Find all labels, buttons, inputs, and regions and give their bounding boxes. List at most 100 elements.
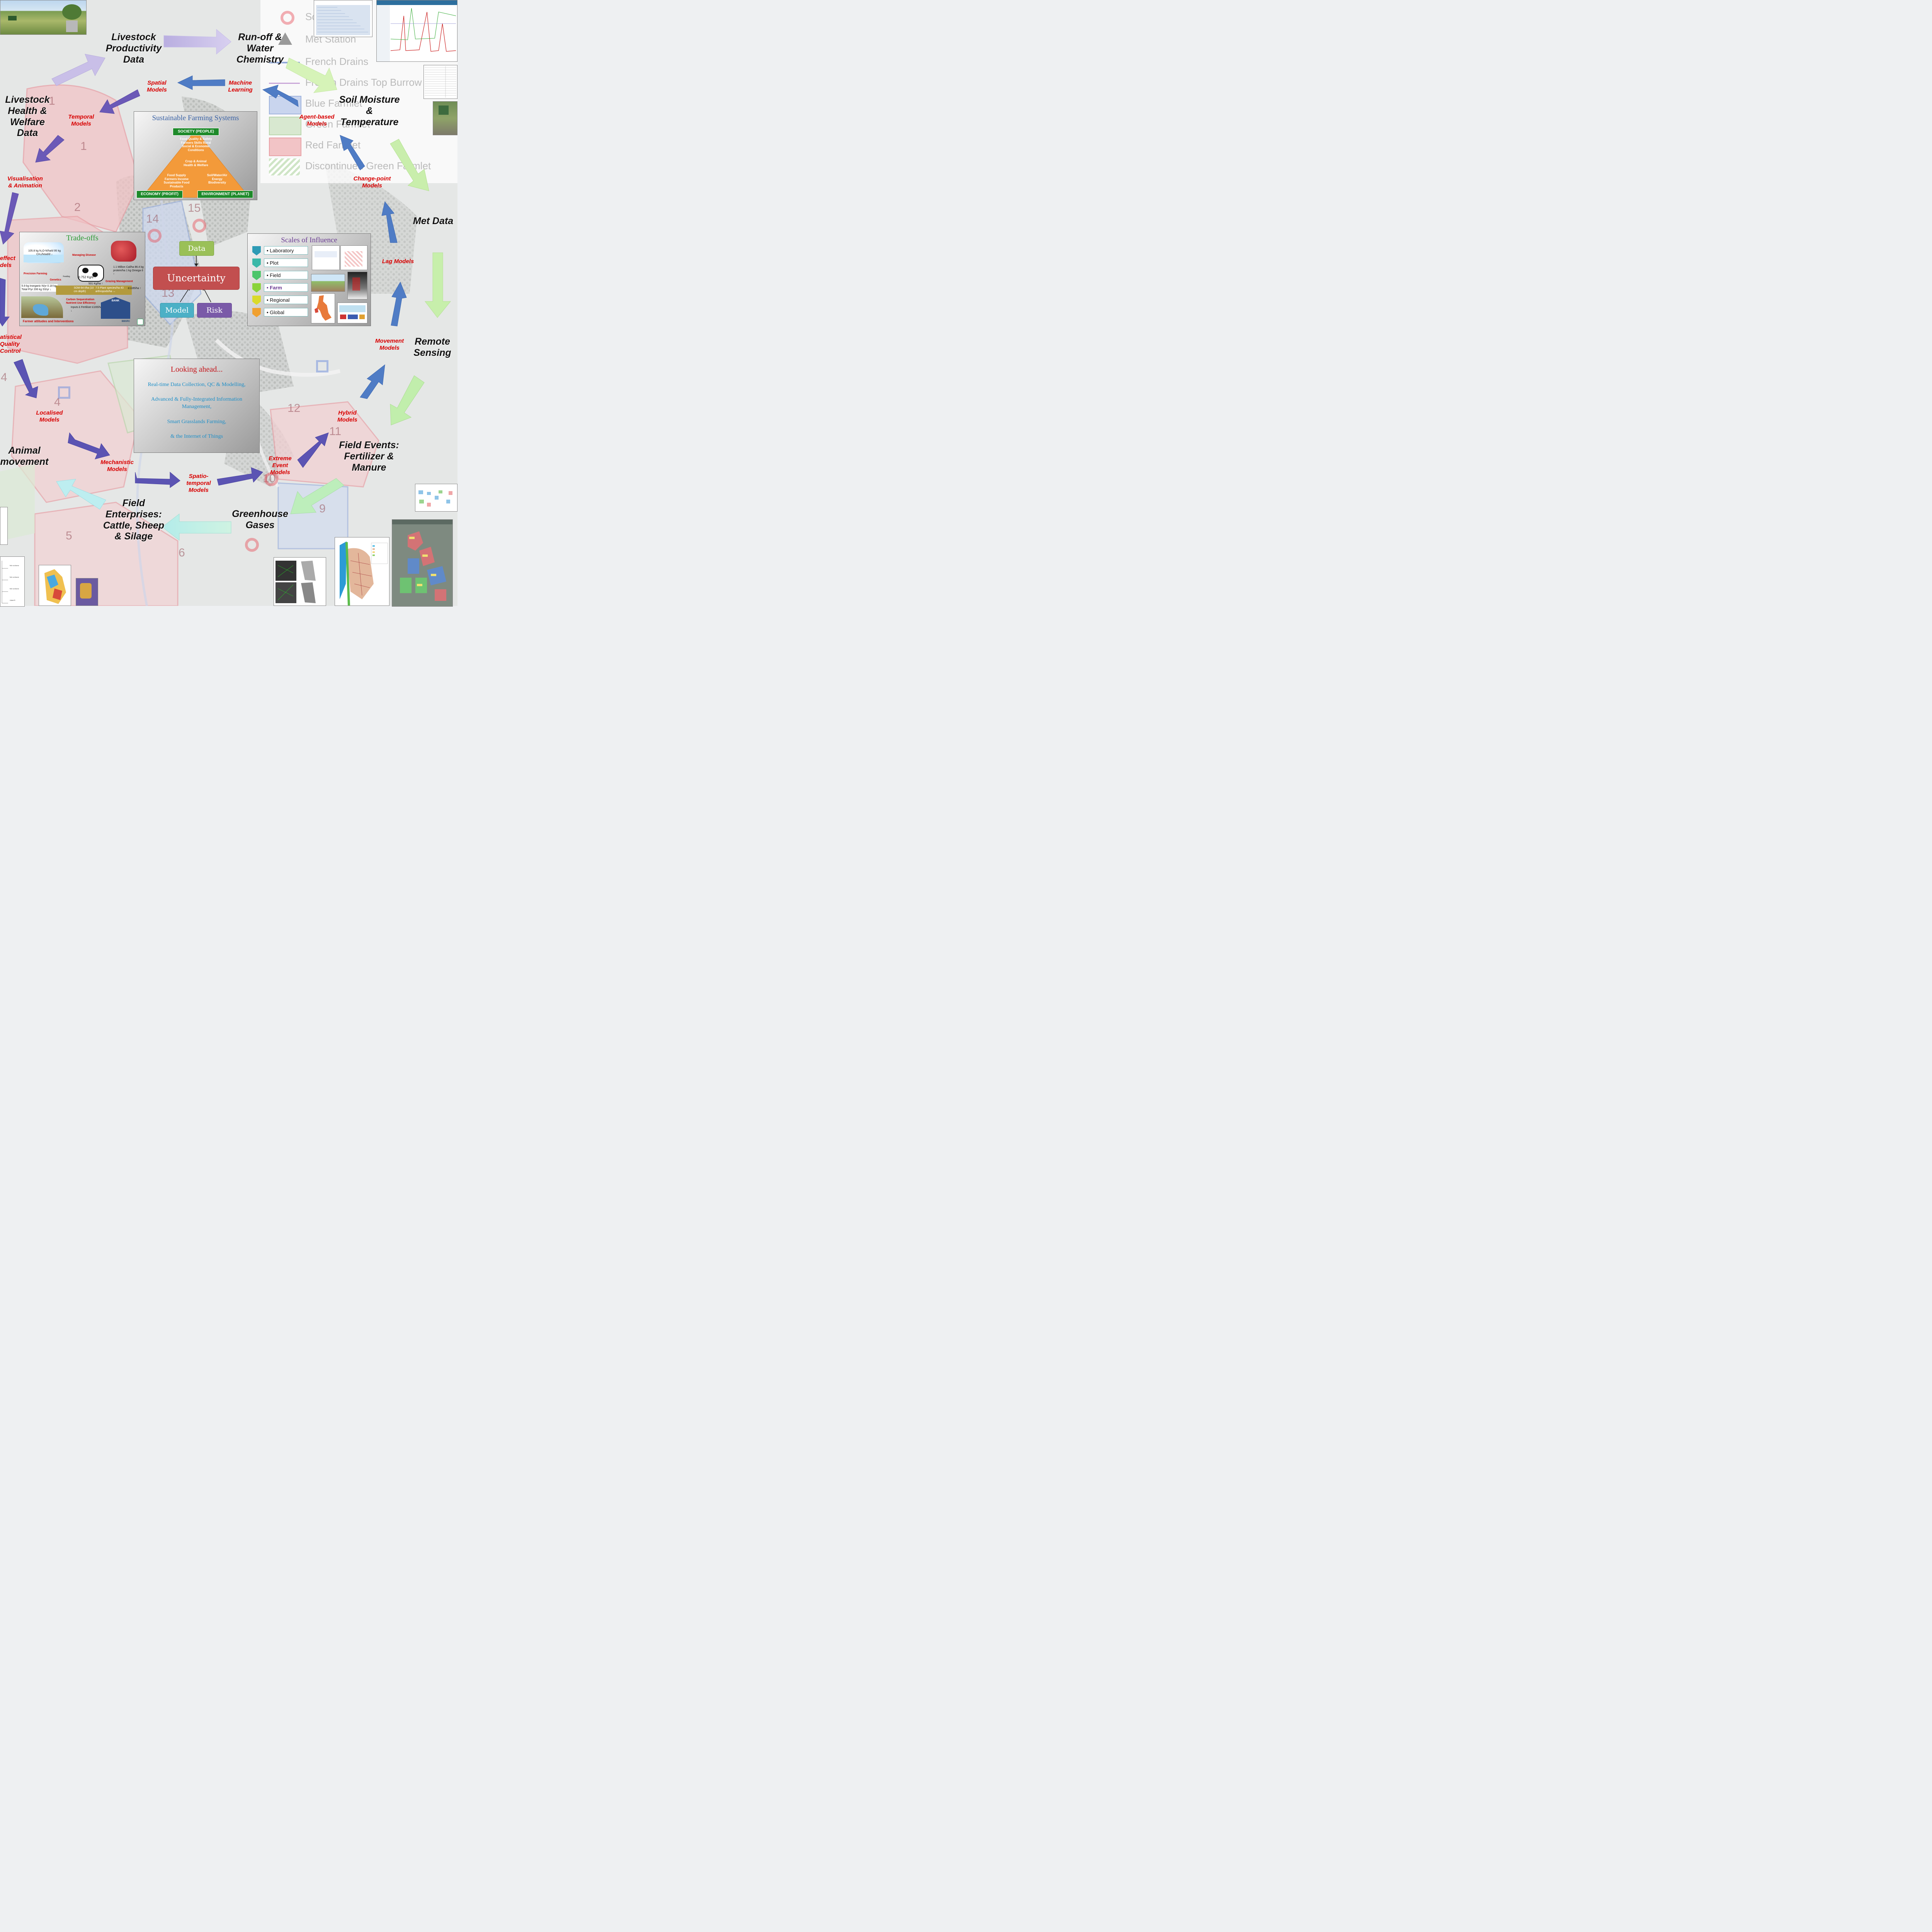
growth-text: 0.752 Kg/d ↑ (78, 276, 96, 279)
heatmap-icon (39, 565, 71, 605)
runoff-to-soil-arrow (286, 58, 337, 93)
field-highlight-icon (352, 277, 360, 291)
health-to-productivity-arrow (51, 54, 105, 86)
met-data-node: Met Data (413, 216, 454, 226)
temporal-to-visualisation-arrow (35, 135, 65, 163)
spatiotemporal-models-label: Spatio-temporal Models (186, 473, 211, 493)
money-text: £1185/ha ↑ (128, 287, 141, 290)
map-field-number: 1 (80, 140, 87, 153)
enterprises-to-animal-arrow (56, 479, 106, 510)
red-swatch-icon (269, 138, 301, 156)
scale-label: • Plot (264, 259, 308, 267)
soil-moisture-sensor-marker (264, 472, 278, 486)
french-drain-top-line-icon (269, 83, 300, 84)
map-field-number: 6 (179, 546, 185, 559)
chevron-down-icon (252, 308, 261, 317)
extreme-event-models-label: Extreme Event Models (269, 455, 292, 476)
farm-photo-thumbnail (0, 0, 87, 35)
genetics-label: Genetics (50, 279, 61, 281)
met-station-triangle-icon (278, 32, 292, 45)
precision-farming-label: Precision Farming (24, 272, 48, 275)
runoff-water-chemistry-node: Run-off & Water Chemistry (236, 32, 284, 65)
feeding-label: Feeding (63, 276, 70, 278)
partial-chart-thumbnail (0, 507, 8, 545)
meat-text: 1.1 Million Cal/ha 86.4 kg protein/ha 1 … (113, 266, 144, 276)
localised-models-label: Localised Models (36, 410, 63, 423)
hybrid-to-movement-arrow (360, 364, 385, 399)
sustainable-farming-panel: Sustainable Farming Systems SOCIETY (PEO… (134, 111, 257, 200)
legend-item: French Drains (305, 56, 369, 67)
som-text: SOM 64 t/ha (10 cm depth) (74, 287, 94, 293)
map-field-number: 2 (74, 201, 81, 214)
aerial-map-icon (392, 520, 452, 606)
elevation-slope-maps-thumbnail (274, 557, 326, 606)
greenhouse-gases-node: Greenhouse Gases (232, 509, 288, 531)
map-field-number: 14 (146, 213, 159, 225)
lag-models-label: Lag Models (382, 258, 414, 265)
spatial-to-temporal-arrow (99, 89, 140, 114)
random-effect-models-label: effect dels (0, 255, 15, 269)
bank-label: BANK (111, 299, 120, 302)
tractor-icon (8, 16, 17, 20)
flume-marker (316, 360, 328, 372)
legend-item: Blue Farmlet (305, 97, 362, 109)
looking-ahead-line: Smart Grasslands Farming, (167, 419, 226, 425)
chevron-down-icon (252, 283, 261, 293)
remote-to-field-events-arrow (390, 375, 425, 425)
svg-text:Sub-catchment: Sub-catchment (10, 565, 19, 566)
greenhouse-to-enterprises-arrow (162, 513, 231, 541)
table-icon (425, 66, 456, 98)
localised-to-mechanistic-arrow (68, 432, 110, 459)
green-swatch-icon (269, 117, 301, 135)
biodiversity-text: 7.5 Plant species/ha 43 arthropods/ha ↔ (95, 287, 124, 293)
managing-disease-label: Managing Disease (72, 254, 96, 257)
met-to-remote-arrow (424, 252, 451, 318)
grazing-management-label: Grazing Management (105, 280, 133, 283)
scales-of-influence-panel: Scales of Influence • Laboratory • Plot … (247, 233, 371, 326)
effect-down-arrow (0, 278, 10, 327)
soil-properties-table-thumbnail (423, 65, 457, 99)
scales-title: Scales of Influence (281, 236, 337, 244)
livestock-productivity-node: Livestock Productivity Data (105, 32, 162, 65)
machine-to-spatial-arrow (177, 75, 225, 90)
world-map-icon (339, 305, 366, 312)
timeseries-chart-icon (377, 0, 457, 61)
soil-moisture-sensor-marker (148, 229, 162, 243)
machine-learning-label: Machine Learning (228, 80, 253, 93)
scale-row-regional: • Regional (252, 296, 308, 305)
flow-arrows (0, 29, 451, 541)
map-field-number: 9 (319, 502, 326, 515)
hatched-swatch-icon (269, 158, 300, 175)
looking-ahead-line: Advanced & Fully-Integrated Information … (151, 396, 242, 410)
uk-map-thumbnail (311, 293, 335, 323)
meat-icon (111, 241, 136, 262)
scale-row-global: • Global (252, 308, 308, 317)
farm-platform-soils-thumbnail (335, 537, 389, 606)
hybrid-models-label: Hybrid Models (337, 410, 357, 423)
soil-moisture-node: Soil Moisture & Temperature (339, 94, 400, 128)
multi-panel-chart-icon: Sub-catchmentSub-catchmentSub-catchmentA… (0, 557, 24, 606)
cow-spot-icon (82, 268, 88, 273)
water-quality-text: 5.9 kg Inorganic N/yr 0.18 kg Total P/yr… (21, 284, 58, 292)
heatmap-field-thumbnail (39, 565, 71, 606)
river-landscape-icon (21, 296, 63, 318)
temporal-models-label: Temporal Models (68, 114, 94, 127)
cow-spot-icon (92, 272, 98, 277)
spatial-models-label: Spatial Models (147, 80, 167, 93)
scale-label: • Field (264, 271, 308, 279)
map-field-number: 11 (329, 425, 342, 438)
changepoint-models-label: Change-point Models (353, 175, 391, 189)
economy-label: ECONOMY (PROFIT) (136, 190, 183, 198)
soil-moisture-sensor-marker (192, 219, 206, 233)
chevron-down-icon (252, 296, 261, 305)
field-enterprises-node: Field Enterprises: Cattle, Sheep & Silag… (103, 498, 165, 542)
tree-icon (62, 4, 82, 20)
legend-item: Green Farmlet (305, 118, 370, 130)
satellite-field-thumbnail (76, 578, 98, 606)
map-field-number: 5 (66, 529, 72, 542)
lab-diagram-icon (315, 251, 337, 257)
map-field-number: 1 (49, 95, 55, 107)
sustainable-title: Sustainable Farming Systems (152, 114, 239, 122)
scale-label: • Farm (264, 283, 308, 292)
